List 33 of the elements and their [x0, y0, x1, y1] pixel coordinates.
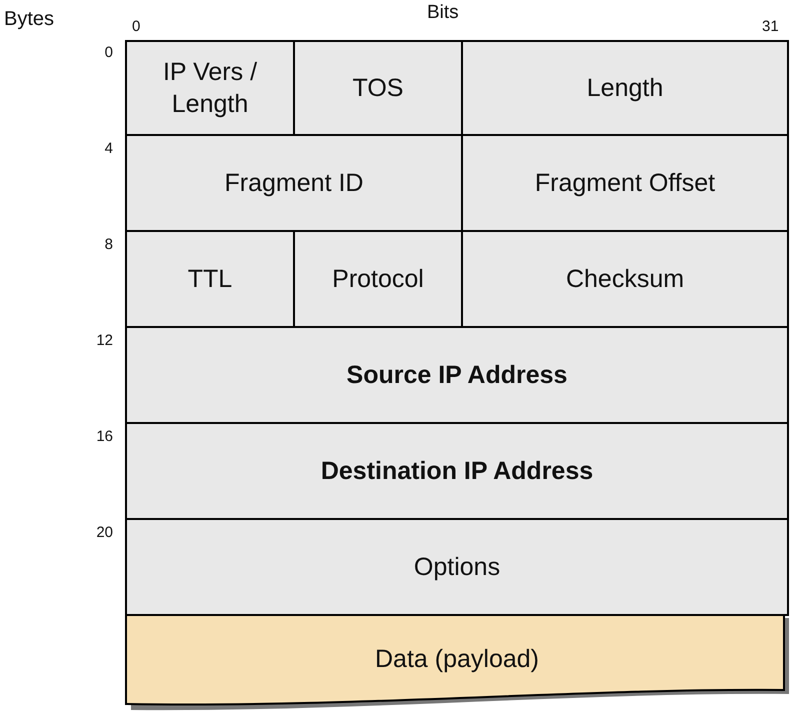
field-cell — [125, 518, 789, 616]
field-name: Destination IP Address — [320, 456, 594, 487]
field-name: Options — [414, 552, 500, 583]
field-name: Source IP Address — [346, 360, 568, 391]
field-name: TTL — [188, 264, 232, 295]
field-name: IP Vers / Length — [162, 56, 258, 120]
field-cell — [461, 40, 789, 136]
byte-offset: 20 — [96, 524, 113, 541]
field-name: Data (payload) — [375, 644, 539, 675]
bit-number: 0 — [132, 18, 140, 35]
field-cell — [461, 134, 789, 232]
byte-offset: 16 — [96, 428, 113, 445]
field-cell — [125, 230, 295, 328]
byte-offset: 4 — [104, 140, 113, 157]
field-name: Protocol — [332, 264, 424, 295]
field-name: TOS — [352, 72, 404, 104]
axis-title: Bits — [427, 2, 459, 24]
field-name: Fragment Offset — [534, 168, 716, 199]
field-name: Checksum — [566, 264, 684, 295]
byte-offset: 12 — [96, 332, 113, 349]
field-cell — [125, 134, 463, 232]
field-cell — [125, 422, 789, 520]
byte-offset: 8 — [104, 236, 113, 253]
field-cell — [125, 326, 789, 424]
axis-title: Bytes — [4, 8, 54, 31]
field-cell — [293, 230, 463, 328]
byte-offset: 0 — [104, 44, 113, 61]
bit-number: 31 — [762, 18, 779, 35]
field-cell — [293, 40, 463, 136]
field-cell — [125, 40, 295, 136]
field-name: Length — [586, 72, 664, 104]
field-cell — [461, 230, 789, 328]
field-name: Fragment ID — [224, 168, 364, 199]
